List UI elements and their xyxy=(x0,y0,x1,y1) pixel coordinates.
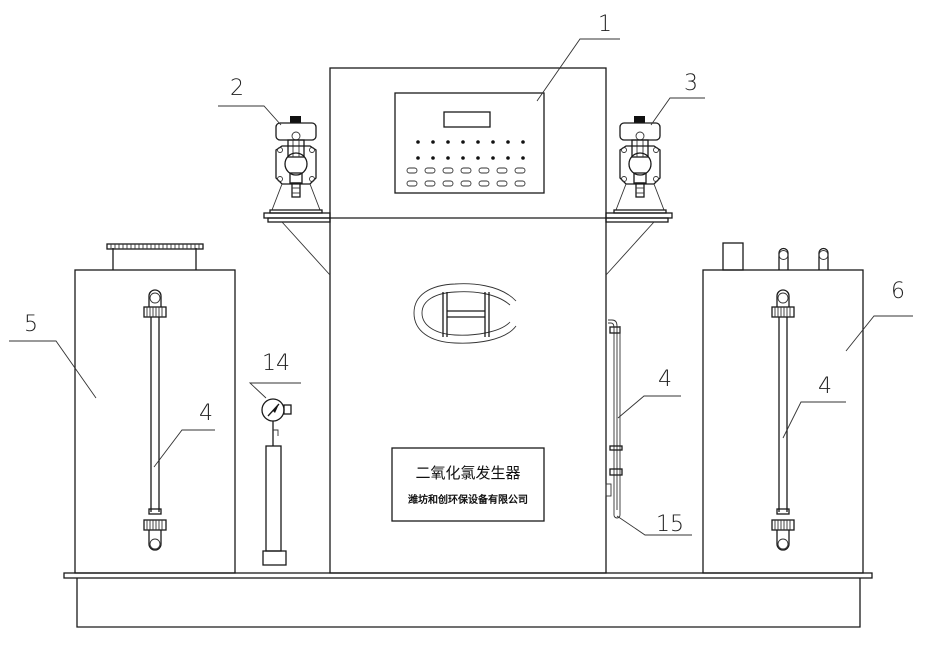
indicator-light xyxy=(521,140,525,144)
company-logo xyxy=(413,283,517,344)
pump-knob xyxy=(290,116,301,123)
gauge-bottom-cap xyxy=(148,530,162,551)
gauge-bottom-cap xyxy=(776,530,790,551)
indicator-light xyxy=(446,156,450,160)
panel-button xyxy=(478,180,490,187)
gauge-top-nut xyxy=(143,306,167,318)
pump-fitting xyxy=(635,182,645,198)
callout-15: 15 xyxy=(656,512,684,537)
panel-button xyxy=(514,180,526,187)
indicator-light xyxy=(461,140,465,144)
pump-fitting xyxy=(291,182,301,198)
pump-diaphragm xyxy=(628,152,652,176)
nameplate-title: 二氧化氯发生器 xyxy=(415,464,520,482)
panel-button xyxy=(442,167,454,174)
pump-inlet xyxy=(631,139,649,158)
indicator-light xyxy=(446,140,450,144)
panel-button xyxy=(514,167,526,174)
nameplate-company: 潍坊和创环保设备有限公司 xyxy=(408,493,528,506)
pump-head xyxy=(619,122,661,141)
indicator-light xyxy=(476,156,480,160)
callout-4-left: 4 xyxy=(199,401,213,426)
indicator-light xyxy=(431,156,435,160)
indicator-light xyxy=(431,140,435,144)
indicator-light xyxy=(416,140,420,144)
gauge-top-cap xyxy=(776,289,790,307)
indicator-light xyxy=(491,156,495,160)
indicator-light xyxy=(506,140,510,144)
indicator-light xyxy=(506,156,510,160)
callout-3: 3 xyxy=(684,71,698,96)
panel-button xyxy=(496,167,508,174)
gauge-top-cap xyxy=(148,289,162,307)
right-tank xyxy=(702,242,864,574)
control-panel xyxy=(394,92,545,194)
panel-button xyxy=(478,167,490,174)
tank-inlet xyxy=(722,242,744,271)
pump-diaphragm xyxy=(284,152,308,176)
callout-6: 6 xyxy=(891,279,905,304)
panel-button xyxy=(424,180,436,187)
base-platform xyxy=(63,572,873,628)
callout-5: 5 xyxy=(24,312,38,337)
panel-button xyxy=(496,180,508,187)
left-tank xyxy=(74,243,236,574)
callout-14: 14 xyxy=(262,351,290,376)
callout-1: 1 xyxy=(598,12,612,37)
pump-base xyxy=(269,209,323,214)
indicator-light xyxy=(491,140,495,144)
pump-base xyxy=(613,209,667,214)
callout-2: 2 xyxy=(230,76,244,101)
panel-buttons xyxy=(406,167,526,187)
gauge-bottom-nut xyxy=(143,519,167,531)
callout-4-cabinet: 4 xyxy=(658,367,672,392)
gauge-top-nut xyxy=(771,306,795,318)
pump-knob xyxy=(634,116,645,123)
indicator-light xyxy=(461,156,465,160)
panel-button xyxy=(406,167,418,174)
callout-4-right: 4 xyxy=(818,374,832,399)
callouts: 1 2 3 5 4 14 4 15 6 4 xyxy=(9,12,913,537)
gauge-bottom-nut xyxy=(771,519,795,531)
indicator-light xyxy=(476,140,480,144)
pump-head xyxy=(275,122,317,141)
indicator-light xyxy=(521,156,525,160)
panel-button xyxy=(460,167,472,174)
right-pump-shelf xyxy=(605,212,673,276)
metering-pump-left xyxy=(269,116,323,214)
left-pump-shelf xyxy=(263,212,331,276)
gauge-collar xyxy=(148,508,162,515)
metering-pump-right xyxy=(613,116,667,214)
pump-inlet xyxy=(287,139,305,158)
cabinet-level-gauge xyxy=(605,319,623,519)
central-cabinet xyxy=(329,67,607,574)
panel-button xyxy=(442,180,454,187)
panel-button xyxy=(460,180,472,187)
panel-button xyxy=(406,180,418,187)
panel-button xyxy=(424,167,436,174)
indicator-light xyxy=(416,156,420,160)
pressure-gauge-column xyxy=(261,398,292,566)
gauge-collar xyxy=(776,508,790,515)
nameplate: 二氧化氯发生器 潍坊和创环保设备有限公司 xyxy=(391,447,545,522)
indicator-lights xyxy=(416,140,525,160)
level-gauge-right xyxy=(771,289,795,551)
level-gauge-left xyxy=(143,289,167,551)
display-screen xyxy=(443,111,491,128)
